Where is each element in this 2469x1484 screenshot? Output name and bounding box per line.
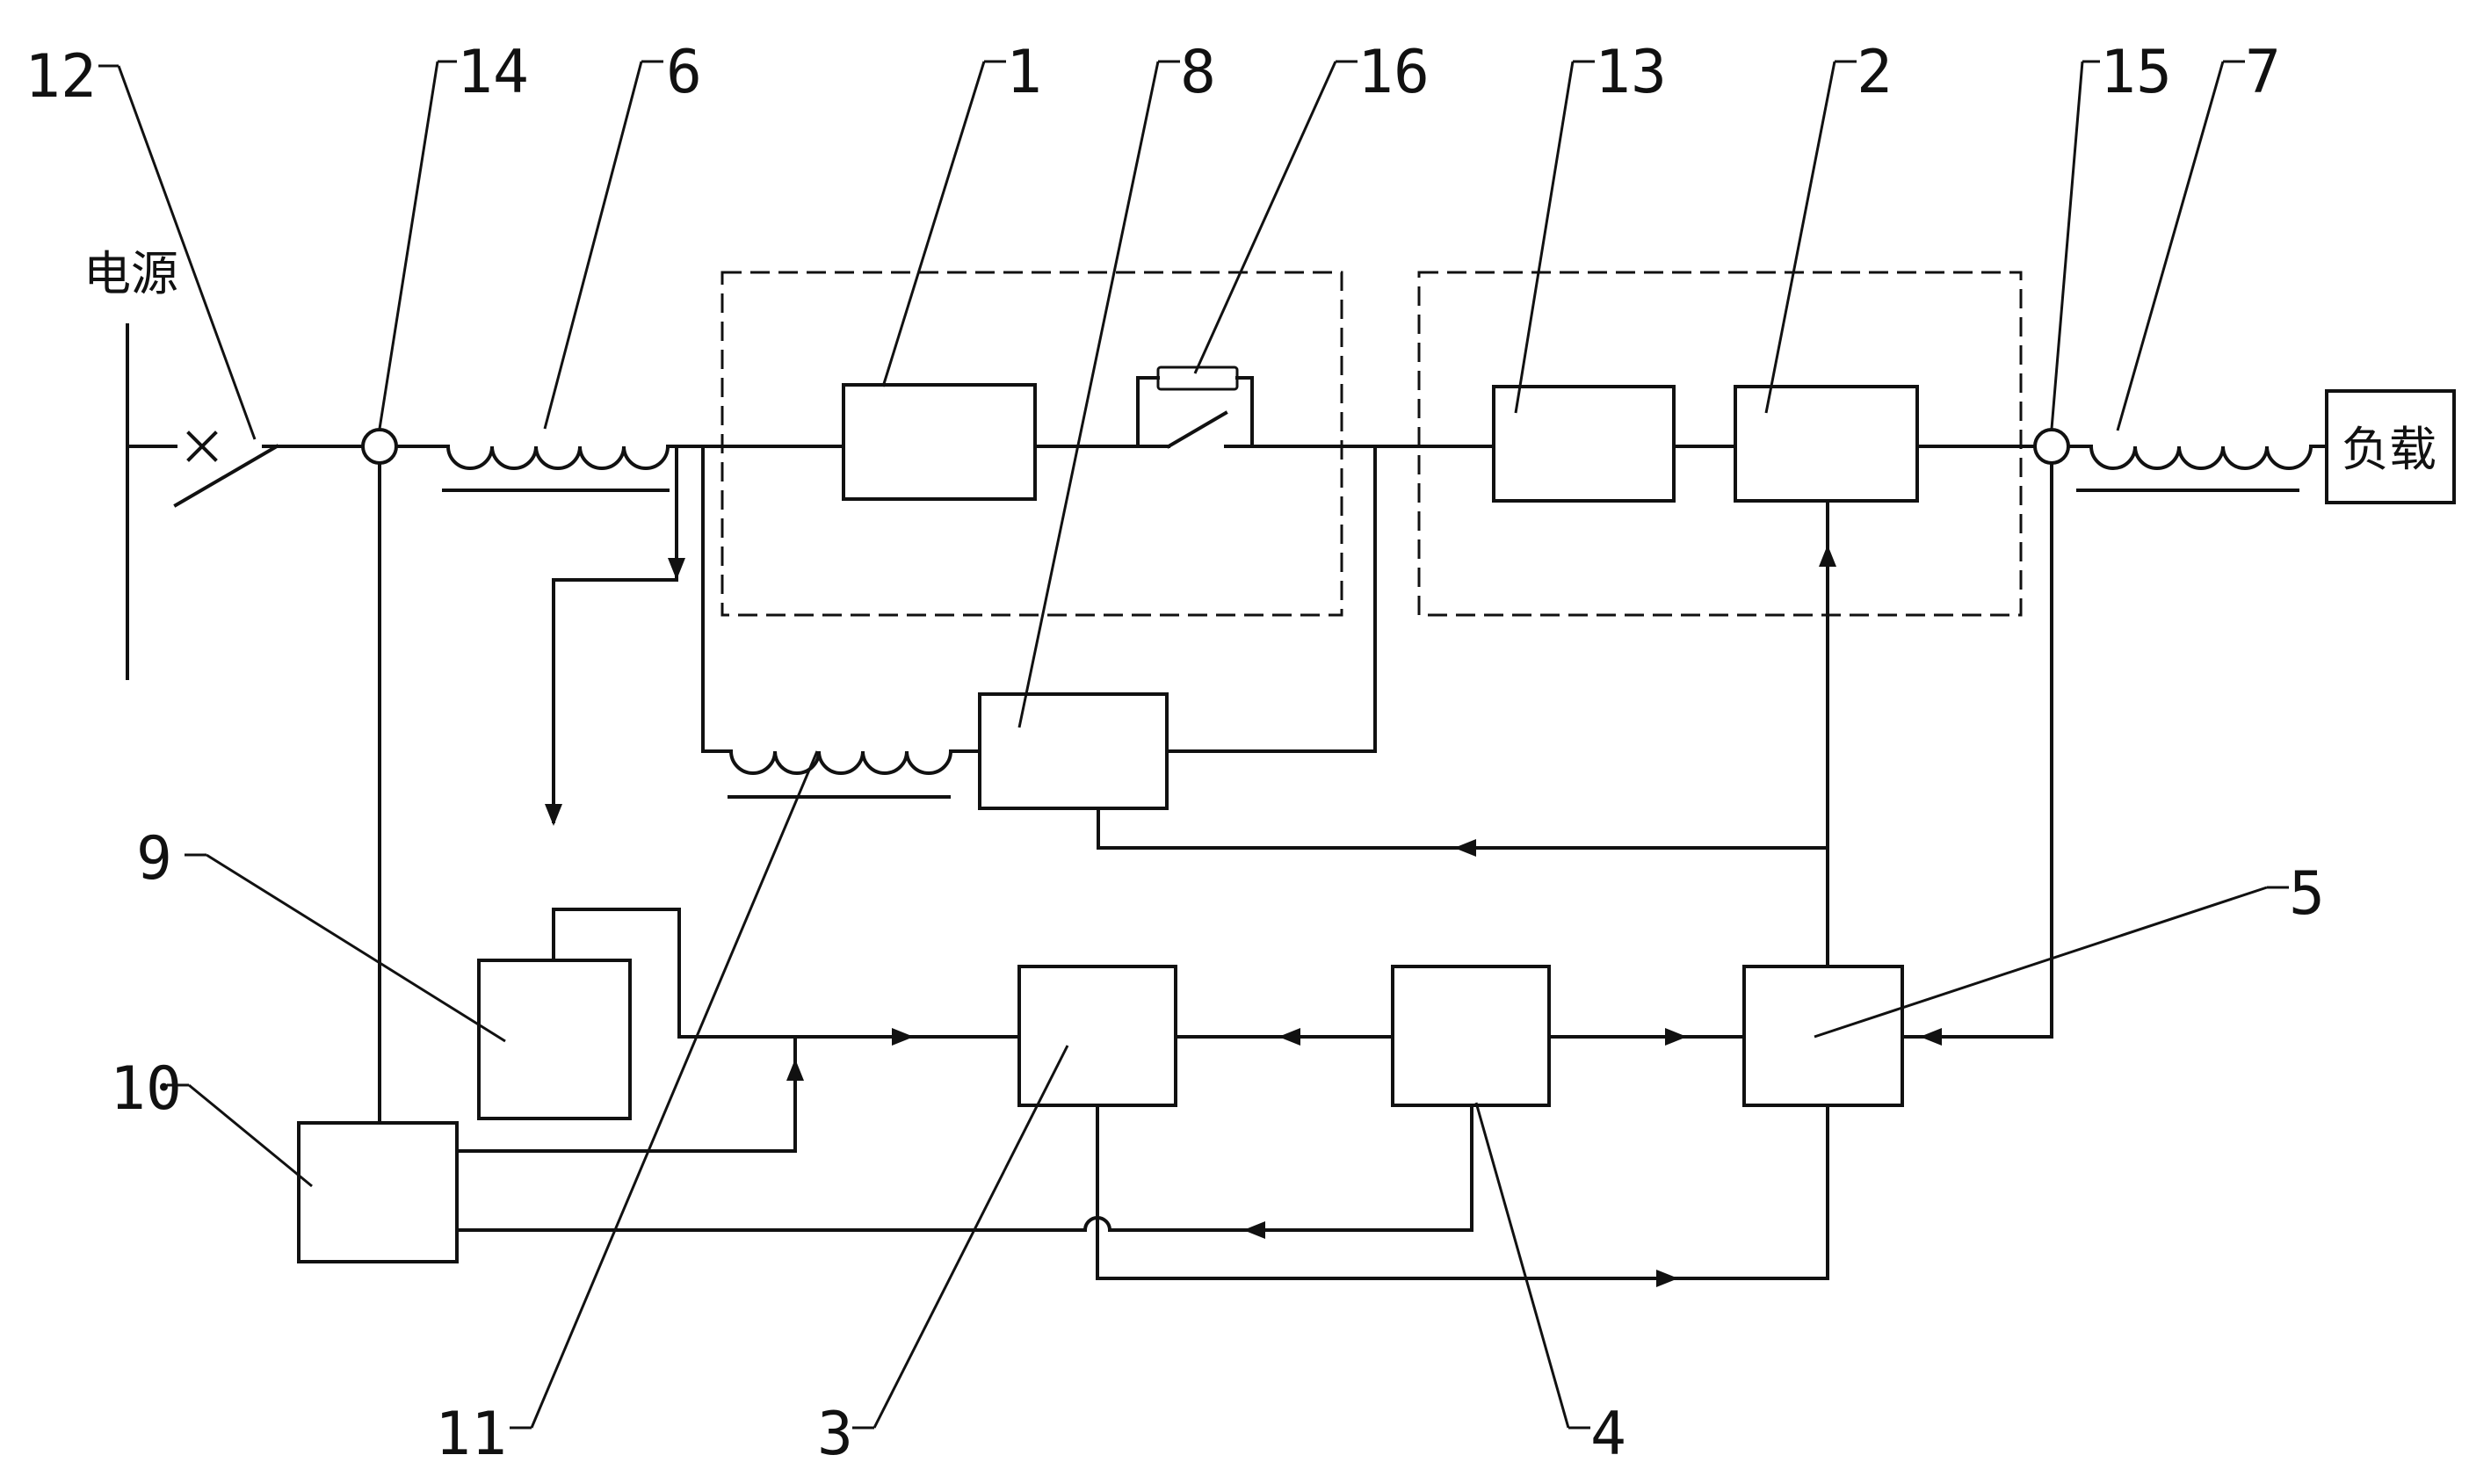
bypass-branch xyxy=(701,445,1377,799)
leader-4: 4 xyxy=(1474,1102,1626,1469)
label-15: 15 xyxy=(2100,38,2172,107)
tap-to-block-9 xyxy=(545,445,685,826)
label-3: 3 xyxy=(817,1400,853,1469)
leader-16: 16 xyxy=(1193,38,1430,374)
current-sensor-15 xyxy=(2033,428,2070,465)
reactor-7 xyxy=(2076,444,2328,492)
line-15-to-5 xyxy=(1901,461,2053,1046)
label-6: 6 xyxy=(666,38,702,107)
leader-8: 8 xyxy=(1017,38,1216,728)
line-9-to-3 xyxy=(552,908,1021,1046)
line-10-to-junction xyxy=(455,1035,804,1153)
line-4-to-5 xyxy=(1547,1028,1746,1046)
block-4 xyxy=(1391,965,1551,1107)
leader-2: 2 xyxy=(1764,38,1893,414)
leader-6: 6 xyxy=(543,38,702,430)
power-source: 电源 xyxy=(83,246,178,680)
switch-16 xyxy=(1136,366,1254,449)
leader-1: 1 xyxy=(881,38,1042,387)
block-3 xyxy=(1017,965,1177,1107)
control-line-5-to-2-8 xyxy=(1097,499,1836,968)
label-14: 14 xyxy=(457,38,529,107)
label-4: 4 xyxy=(1590,1400,1626,1469)
dashed-group-left xyxy=(720,271,1343,617)
leader-15: 15 xyxy=(2050,38,2172,430)
label-11: 11 xyxy=(435,1400,507,1469)
label-16: 16 xyxy=(1358,38,1430,107)
load-box: 负载 xyxy=(2325,389,2456,504)
leader-3: 3 xyxy=(817,1045,1069,1469)
block-8 xyxy=(978,692,1169,810)
label-13: 13 xyxy=(1595,38,1667,107)
block-2 xyxy=(1734,385,1919,503)
leader-9: 9 xyxy=(136,824,506,1043)
leader-13: 13 xyxy=(1514,38,1667,414)
current-sensor-14 xyxy=(361,428,398,465)
leader-11: 11 xyxy=(435,750,819,1469)
leader-5: 5 xyxy=(1814,859,2325,1039)
block-1 xyxy=(842,383,1037,501)
line-3-to-5 xyxy=(1096,1104,1829,1287)
breaker-12 xyxy=(126,431,364,508)
label-12: 12 xyxy=(25,42,97,112)
leader-7: 7 xyxy=(2116,38,2281,431)
label-9: 9 xyxy=(136,824,172,894)
label-8: 8 xyxy=(1180,38,1216,107)
block-13 xyxy=(1492,385,1676,503)
label-5: 5 xyxy=(2289,859,2325,929)
line-4-to-3 xyxy=(1174,1028,1394,1046)
load-label: 负载 xyxy=(2342,422,2436,477)
label-10: 10 xyxy=(110,1054,182,1124)
power-source-label: 电源 xyxy=(83,246,178,301)
label-1: 1 xyxy=(1006,38,1042,107)
dashed-group-right xyxy=(1417,271,2023,617)
leader-14: 14 xyxy=(378,38,529,430)
block-10 xyxy=(297,1121,459,1263)
leader-10: 10 xyxy=(110,1054,313,1188)
label-7: 7 xyxy=(2245,38,2281,107)
label-2: 2 xyxy=(1857,38,1893,107)
block-5 xyxy=(1742,965,1904,1107)
reactor-6 xyxy=(395,444,670,492)
line-4-to-10 xyxy=(455,1104,1473,1239)
leader-12: 12 xyxy=(25,42,257,440)
